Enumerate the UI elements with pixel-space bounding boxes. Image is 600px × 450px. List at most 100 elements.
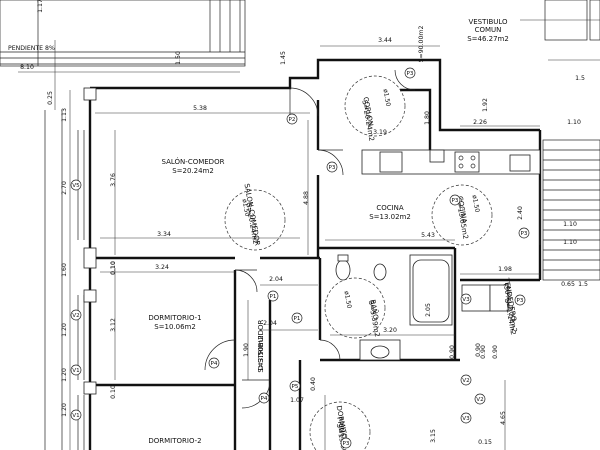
- element-marker-label: P4: [261, 396, 268, 402]
- dimension-label: 3.20: [383, 327, 397, 334]
- element-marker-label: P3: [521, 231, 528, 237]
- marker-circle: [340, 437, 352, 449]
- marker-circle: [326, 161, 338, 173]
- element-marker-label: P3: [452, 198, 459, 204]
- marker-circle: [70, 309, 82, 321]
- circle-diameter-label: ø1.50: [343, 290, 353, 309]
- marker-circle: [70, 409, 82, 421]
- dimension-label: 1.07: [290, 397, 304, 404]
- kitchen-fixtures: [361, 149, 541, 175]
- dimension-label: 1.45: [280, 51, 287, 65]
- turning-circles: [224, 75, 493, 450]
- dimension-label: 0.15: [478, 439, 492, 446]
- dimension-label: 1.60: [61, 263, 68, 277]
- dimension-label: 1.20: [61, 403, 68, 417]
- element-marker-label: V1: [72, 368, 80, 374]
- dimension-label: 0.90: [449, 345, 456, 359]
- bathroom-fixtures: [335, 254, 509, 361]
- element-marker-label: P3: [343, 441, 350, 447]
- dimension-label: 4.88: [303, 191, 310, 205]
- room-label-cocina: COCINA: [376, 204, 404, 212]
- dimension-label: 5.43: [421, 232, 435, 239]
- marker-circle: [208, 357, 220, 369]
- element-marker-label: P3: [517, 298, 524, 304]
- dimension-label: 0.10: [110, 261, 117, 275]
- marker-circle: [460, 374, 472, 386]
- marker-circle: [460, 293, 472, 305]
- dimension-label: 3.34: [157, 231, 171, 238]
- room-area-distribuidor: S=3.50m2: [257, 335, 265, 372]
- room-label-bano: BAÑO: [368, 299, 380, 321]
- marker-circle: [449, 194, 461, 206]
- marker-circle: [70, 179, 82, 191]
- element-marker-label: V2: [462, 378, 469, 384]
- side-label: 0.90: [492, 345, 499, 359]
- walls: [88, 58, 542, 450]
- room-area-dorm1: S=10.06m2: [154, 323, 196, 331]
- dimension-label: 1.20: [61, 368, 68, 382]
- marker-circle: [514, 294, 526, 306]
- element-marker-label: V5: [72, 183, 80, 189]
- dimension-label: 5.38: [193, 105, 207, 112]
- dimension-label: 3.19: [373, 129, 387, 136]
- element-marker-label: V1: [72, 413, 80, 419]
- room-area-salon: S=20.24m2: [172, 167, 214, 175]
- dimension-label: 0.10: [110, 385, 117, 399]
- marker-circle: [460, 412, 472, 424]
- dimension-label: 1.10: [563, 221, 577, 228]
- dimension-label: 4.65: [500, 411, 507, 425]
- room-area-cocina: S=13.02m2: [369, 213, 411, 221]
- dimension-label: 1.92: [482, 98, 489, 112]
- element-marker-label: V3: [462, 297, 470, 303]
- marker-circle: [258, 392, 270, 404]
- marker-circle: [267, 290, 279, 302]
- dimension-label: 0.40: [310, 377, 317, 391]
- room-area-bano: S=5.39m2: [367, 300, 381, 338]
- element-marker-label: P3: [329, 165, 336, 171]
- dimension-label: 1.98: [498, 266, 512, 273]
- dimension-label: 2.04: [269, 276, 283, 283]
- circle-diameter-label: ø1.50: [471, 194, 481, 213]
- dimension-label: 1.5: [575, 75, 585, 82]
- room-label-salon: SALÓN-COMEDOR: [162, 157, 225, 166]
- dimension-label: 2.04: [263, 320, 277, 327]
- circle-diameter-label: ø1.50: [382, 88, 392, 107]
- element-marker-label: V2: [72, 313, 79, 319]
- dimension-label: 2.05: [425, 303, 432, 317]
- room-label-dorm1: DORMITORIO-1: [148, 314, 201, 322]
- room-label-distribuidor: DISTRIBUIDOR: [257, 319, 265, 370]
- element-marker-label: V2: [476, 397, 483, 403]
- side-label: PENDIENTE 8%: [8, 45, 55, 52]
- dimension-label: 1.20: [61, 323, 68, 337]
- dimension-label: 1.5: [578, 281, 588, 288]
- element-marker-label: V3: [462, 416, 470, 422]
- marker-circle: [518, 227, 530, 239]
- room-label-vestibulo: COMUN: [475, 26, 502, 34]
- dimension-label: 1.90: [243, 343, 250, 357]
- marker-circle: [286, 113, 298, 125]
- marker-circle: [404, 67, 416, 79]
- dimension-label: 1.13: [61, 108, 68, 122]
- side-label: 0.10: [110, 261, 117, 275]
- dimension-label: S=90.00m2: [418, 26, 425, 63]
- circle-diameter-label: ø1.50: [241, 198, 251, 217]
- marker-circle: [474, 393, 486, 405]
- dimension-label: 1.50: [175, 51, 182, 65]
- dimension-label: 1.17: [37, 0, 44, 13]
- side-label: 0.90: [480, 345, 487, 359]
- dimension-label: 1.10: [567, 119, 581, 126]
- room-label-dorm2: DORMITORIO-2: [148, 437, 201, 445]
- room-area-vestibulo: S=46.27m2: [467, 35, 509, 43]
- dimension-label: 2.26: [473, 119, 487, 126]
- element-marker-label: P4: [211, 361, 218, 367]
- element-marker-label: P2: [289, 117, 296, 123]
- dimension-label: 2.40: [517, 206, 524, 220]
- staircase-top-left: [0, 0, 246, 67]
- dimension-label: 0.90: [475, 343, 482, 357]
- marker-circle: [70, 364, 82, 376]
- dimension-label: 8.10: [20, 64, 34, 71]
